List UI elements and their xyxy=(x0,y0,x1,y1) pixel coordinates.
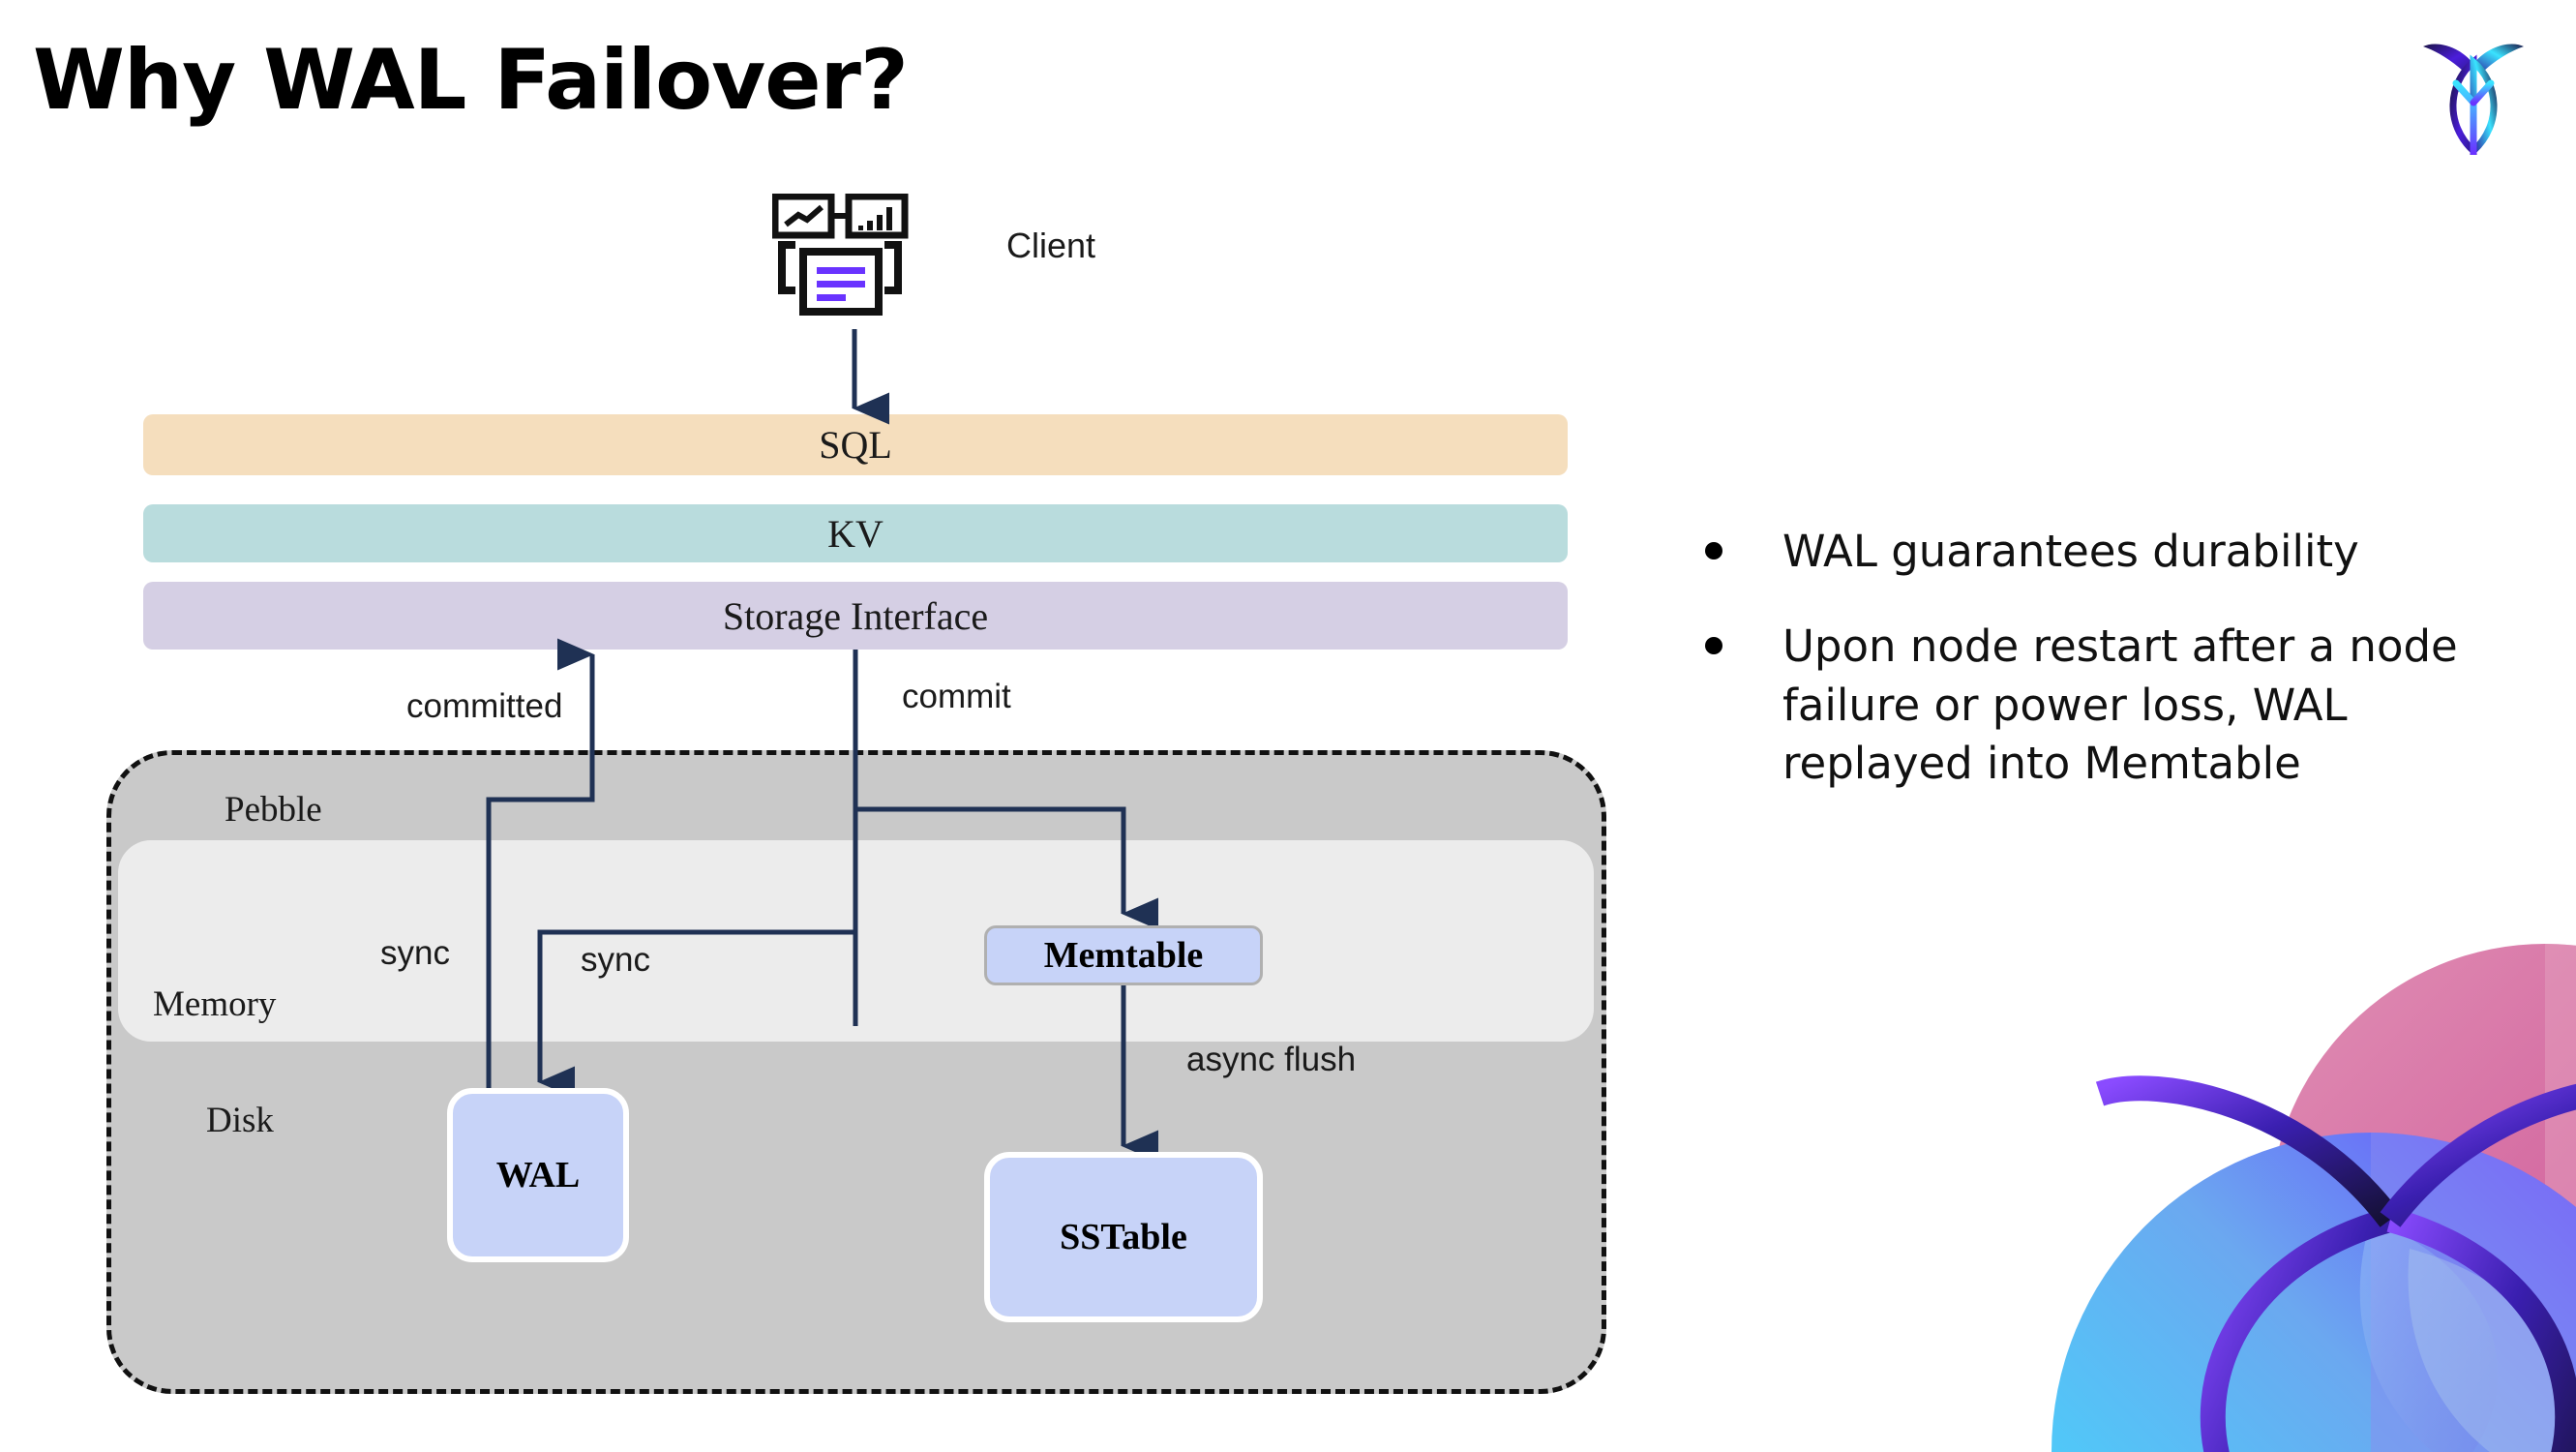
edge-label-sync-1: sync xyxy=(380,934,450,972)
edge-label-committed: committed xyxy=(406,687,563,725)
memory-zone-label: Memory xyxy=(153,984,277,1024)
list-item: Upon node restart after a node failure o… xyxy=(1705,618,2508,793)
client-label: Client xyxy=(1006,226,1096,265)
bullet-list: WAL guarantees durability Upon node rest… xyxy=(1705,523,2508,830)
bullet-dot-icon xyxy=(1705,542,1722,560)
edge-label-sync-2: sync xyxy=(581,941,650,979)
bullet-dot-icon xyxy=(1705,637,1722,655)
node-sstable: SSTable xyxy=(984,1152,1263,1322)
edge-label-async-flush: async flush xyxy=(1186,1041,1357,1078)
disk-zone-label: Disk xyxy=(206,1101,274,1140)
memory-zone xyxy=(118,840,1594,1042)
bullet-text: WAL guarantees durability xyxy=(1782,526,2359,577)
pebble-label: Pebble xyxy=(225,790,322,830)
node-wal-label: WAL xyxy=(495,1155,581,1195)
node-memtable: Memtable xyxy=(984,925,1263,985)
architecture-diagram: Client SQL KV Storage Interface Pebble M… xyxy=(106,193,1606,1394)
layer-bar-sql: SQL xyxy=(143,414,1568,475)
layer-bar-kv-label: KV xyxy=(827,511,884,556)
node-wal: WAL xyxy=(447,1088,629,1262)
layer-bar-sql-label: SQL xyxy=(819,423,892,467)
list-item: WAL guarantees durability xyxy=(1705,523,2508,581)
layer-bar-storage-interface: Storage Interface xyxy=(143,582,1568,650)
cockroach-labs-watermark-icon xyxy=(1955,929,2576,1452)
page-title: Why WAL Failover? xyxy=(33,32,909,129)
layer-bar-storage-interface-label: Storage Interface xyxy=(722,593,989,638)
cockroach-labs-logo-icon xyxy=(2406,35,2541,160)
node-memtable-label: Memtable xyxy=(1043,935,1204,976)
client-terminal-icon xyxy=(771,193,937,329)
bullet-text: Upon node restart after a node failure o… xyxy=(1782,620,2458,789)
node-sstable-label: SSTable xyxy=(1060,1217,1187,1257)
layer-bar-kv: KV xyxy=(143,504,1568,562)
edge-label-commit: commit xyxy=(902,678,1011,715)
